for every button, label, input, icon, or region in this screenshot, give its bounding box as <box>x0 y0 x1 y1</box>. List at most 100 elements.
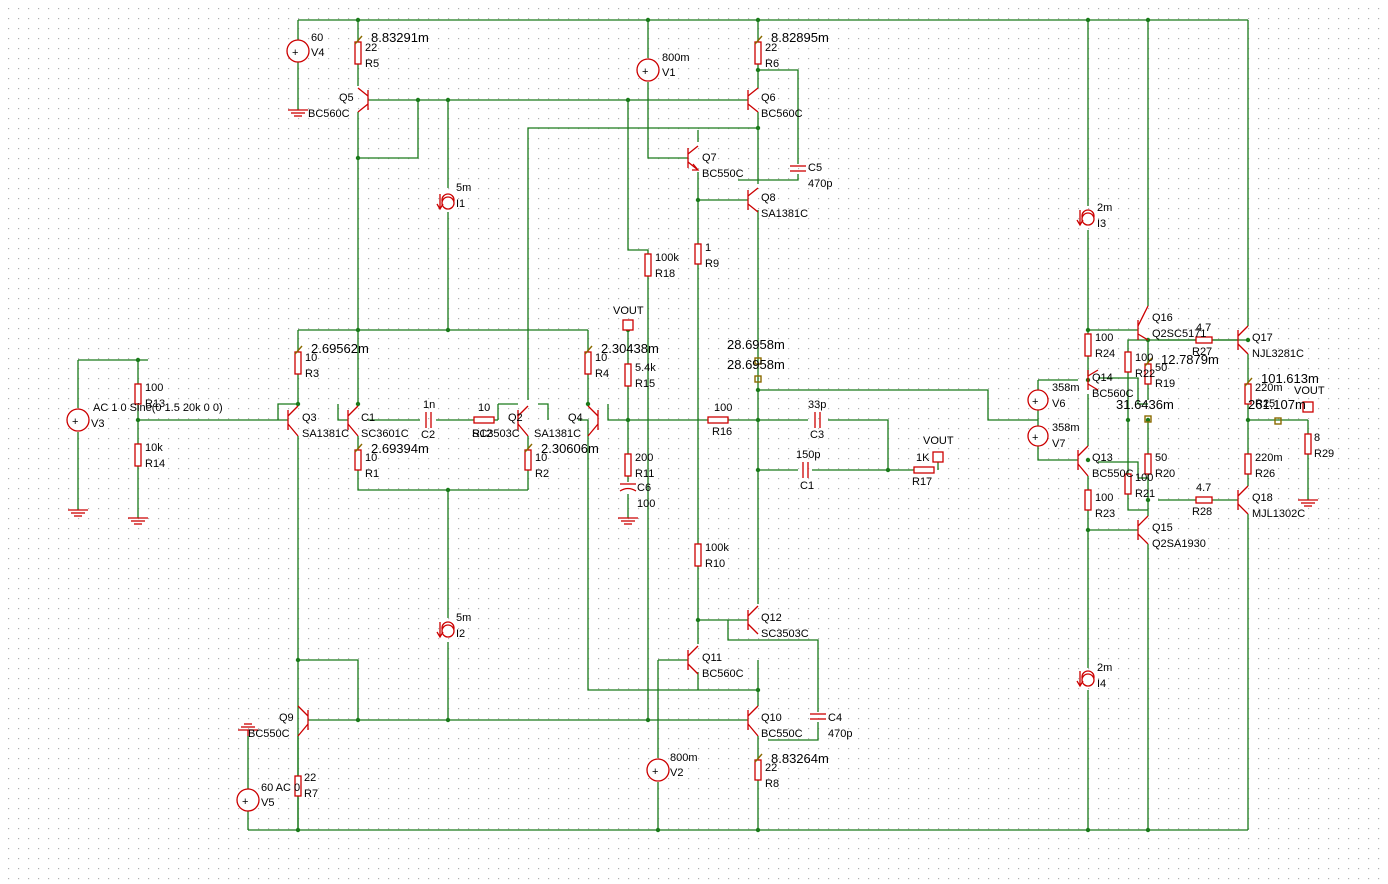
component-label: R24 <box>1095 348 1115 360</box>
component-label: C1 <box>361 412 375 424</box>
ground-icon <box>128 517 148 525</box>
v3-name: V3 <box>91 418 104 430</box>
current-source-I1 <box>436 193 455 211</box>
probe-icon <box>584 345 593 355</box>
i2-value: 5m <box>456 612 471 624</box>
capacitor-C3 <box>814 412 821 428</box>
component-label: 100 <box>1135 352 1153 364</box>
component-label: Q5 <box>339 92 354 104</box>
current-source-I3 <box>1076 209 1095 227</box>
component-label: Q11 <box>702 652 722 664</box>
component-label: 10k <box>145 442 163 454</box>
ground-icon <box>288 109 308 117</box>
resistor-R5 <box>354 41 362 65</box>
probe-readout: 12.7879m <box>1161 352 1219 367</box>
component-label: 220m <box>1255 382 1283 394</box>
component-label: 100 <box>714 402 732 414</box>
svg-text:+: + <box>292 47 298 59</box>
voltage-source-V4: + <box>286 39 310 63</box>
v1-value: 800m <box>662 52 690 64</box>
component-label: BC560C <box>761 108 803 120</box>
component-label: 100 <box>1095 332 1113 344</box>
component-label: R4 <box>595 368 609 380</box>
transistors <box>287 87 1249 737</box>
i1-value: 5m <box>456 182 471 194</box>
component-label: Q6 <box>761 92 776 104</box>
transistor-Q11 <box>687 645 699 675</box>
transistor-Q16 <box>1137 305 1149 341</box>
component-label: R6 <box>765 58 779 70</box>
net-label-boxes <box>622 319 1314 463</box>
wires <box>77 19 1309 831</box>
component-label: BC560C <box>308 108 350 120</box>
voltage-source-V6: + <box>1027 389 1049 411</box>
vout-label: VOUT <box>1294 385 1325 397</box>
component-label: R11 <box>635 468 654 480</box>
component-label: R9 <box>705 258 719 270</box>
component-label: R8 <box>765 778 779 790</box>
component-label: Q14 <box>1092 372 1113 384</box>
v6-name: V6 <box>1052 398 1065 410</box>
component-label: R1 <box>365 468 379 480</box>
component-label: R10 <box>705 558 725 570</box>
capacitor-C6 <box>619 483 637 492</box>
resistor-R6 <box>754 41 762 65</box>
probe-icon <box>354 443 363 453</box>
component-labels: 60 V4 800m V1 AC 1 0 Sine(0 1.5 20k 0 0)… <box>91 30 1334 809</box>
component-label: 33p <box>808 399 826 411</box>
component-label: C2 <box>421 429 435 441</box>
component-label: 10 <box>595 352 607 364</box>
component-label: Q16 <box>1152 312 1173 324</box>
resistor-R25 <box>1244 383 1252 405</box>
v4-name: V4 <box>311 47 324 59</box>
svg-text:+: + <box>72 416 78 428</box>
resistors <box>134 41 1312 797</box>
component-label: 22 <box>365 42 377 54</box>
component-label: SA1381C <box>302 428 349 440</box>
component-label: 100 <box>145 382 163 394</box>
resistor-R26 <box>1244 453 1252 475</box>
v5-name: V5 <box>261 797 274 809</box>
v7-name: V7 <box>1052 438 1065 450</box>
probe-icon <box>1244 377 1253 387</box>
component-label: Q15 <box>1152 522 1173 534</box>
transistor-Q6 <box>747 87 759 113</box>
component-label: Q8 <box>761 192 776 204</box>
component-label: Q18 <box>1252 492 1273 504</box>
component-label: 10 <box>535 452 547 464</box>
component-label: 4.7 <box>1196 322 1211 334</box>
component-label: 100 <box>1095 492 1113 504</box>
probe-readout: 31.6436m <box>1116 397 1174 412</box>
component-label: 1K <box>916 452 930 464</box>
component-label: 150p <box>796 449 820 461</box>
resistor-R12 <box>473 416 495 424</box>
i1-name: I1 <box>456 198 465 210</box>
transistor-Q10 <box>747 705 759 737</box>
capacitors <box>425 165 826 720</box>
v7-value: 358m <box>1052 422 1080 434</box>
component-label: C3 <box>810 429 824 441</box>
probe-icon <box>1274 417 1282 425</box>
component-label: R16 <box>712 426 732 438</box>
ground-icon <box>1298 499 1318 507</box>
v6-value: 358m <box>1052 382 1080 394</box>
voltage-source-V7: + <box>1027 425 1049 447</box>
component-label: Q10 <box>761 712 782 724</box>
component-label: 1 <box>705 242 711 254</box>
vout-box <box>1302 401 1314 413</box>
component-label: R13 <box>145 398 165 410</box>
junctions <box>135 17 1251 833</box>
probe-readout: 261.107m <box>1248 397 1306 412</box>
component-label: 470p <box>828 728 852 740</box>
resistor-R24 <box>1084 333 1092 357</box>
component-label: R20 <box>1155 468 1175 480</box>
component-label: R22 <box>1135 368 1155 380</box>
component-label: 22 <box>765 42 777 54</box>
transistor-Q5 <box>357 87 369 113</box>
component-label: R7 <box>304 788 318 800</box>
component-label: Q4 <box>568 412 583 424</box>
component-label: R28 <box>1192 506 1212 518</box>
resistor-R29 <box>1304 433 1312 455</box>
